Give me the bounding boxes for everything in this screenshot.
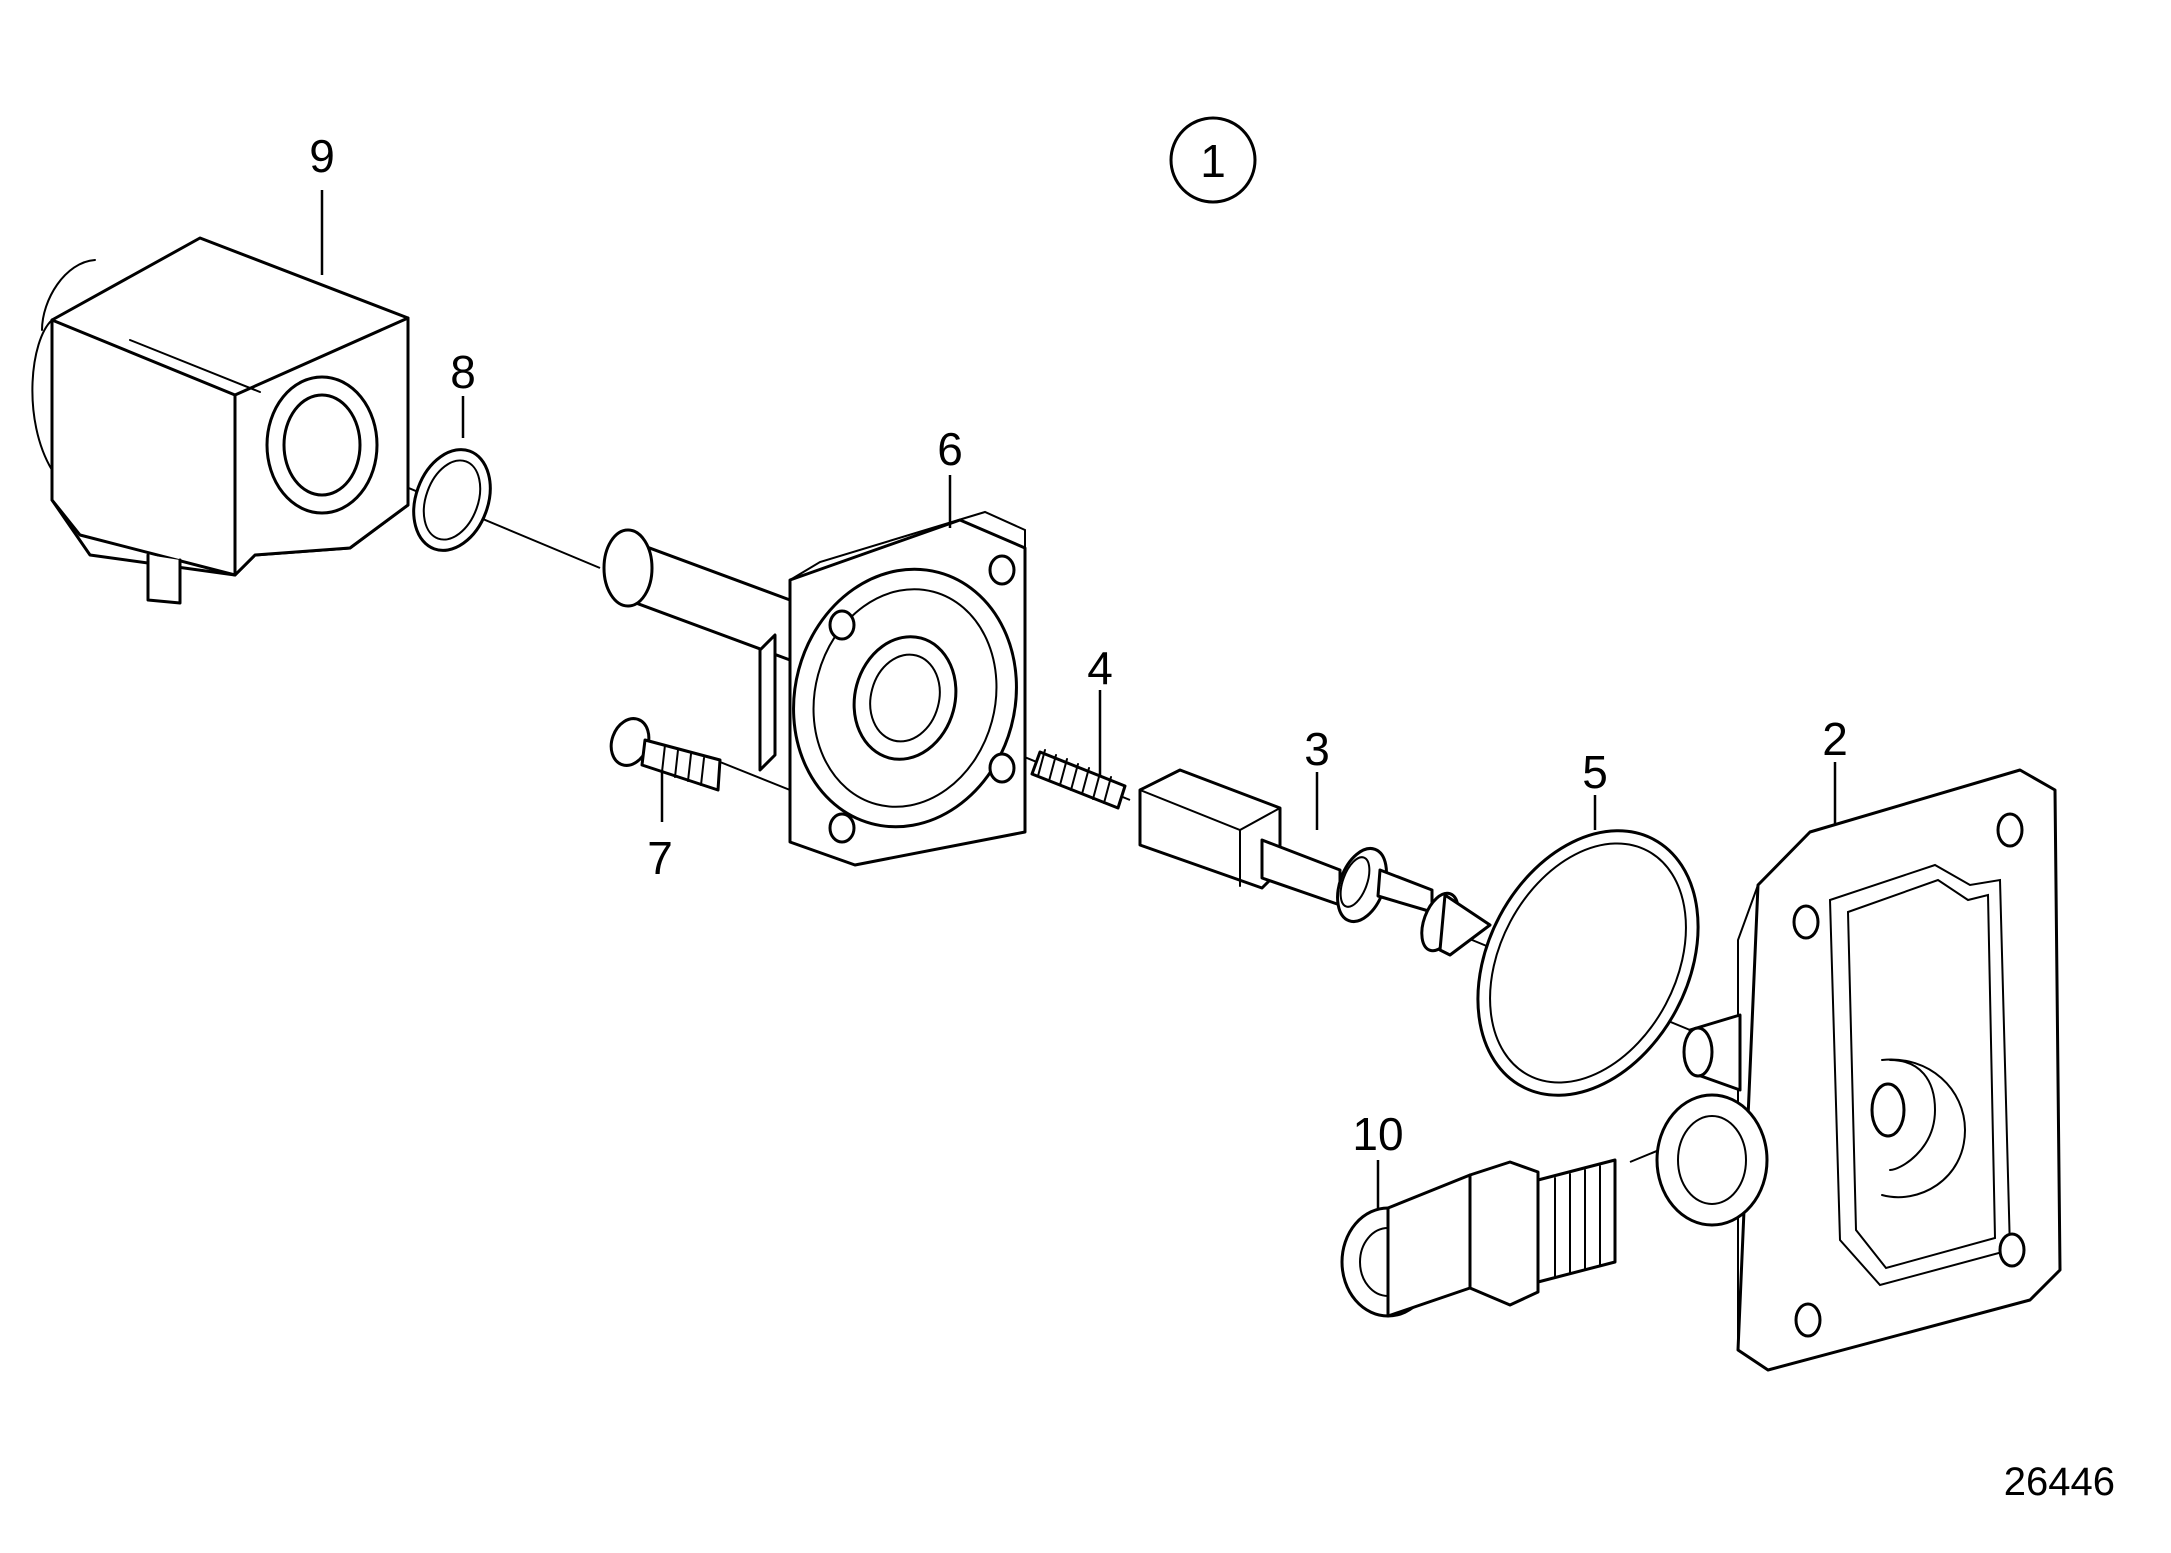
screw — [609, 717, 722, 792]
solenoid-coil — [31, 236, 410, 605]
small-o-ring — [412, 448, 492, 552]
valve-body — [602, 510, 1027, 867]
part-label-7: 7 — [647, 832, 673, 884]
view-marker: 1 — [1169, 116, 1257, 204]
part-labels: 9 8 6 4 3 5 2 7 10 — [309, 130, 1848, 1160]
part-label-9: 9 — [309, 130, 335, 182]
plunger — [1138, 768, 1492, 957]
part-label-6: 6 — [937, 423, 963, 475]
leader-lines — [320, 190, 1837, 1210]
spring — [1030, 749, 1127, 810]
hose-nipple — [1340, 1158, 1617, 1318]
part-label-3: 3 — [1304, 723, 1330, 775]
large-o-ring — [1476, 829, 1700, 1097]
part-label-10: 10 — [1352, 1108, 1403, 1160]
valve-cover — [1655, 768, 2062, 1372]
view-marker-number: 1 — [1200, 135, 1226, 187]
part-label-2: 2 — [1822, 713, 1848, 765]
part-label-5: 5 — [1582, 746, 1608, 798]
drawing-reference-number: 26446 — [2004, 1460, 2115, 1504]
part-label-4: 4 — [1087, 642, 1113, 694]
part-label-8: 8 — [450, 346, 476, 398]
